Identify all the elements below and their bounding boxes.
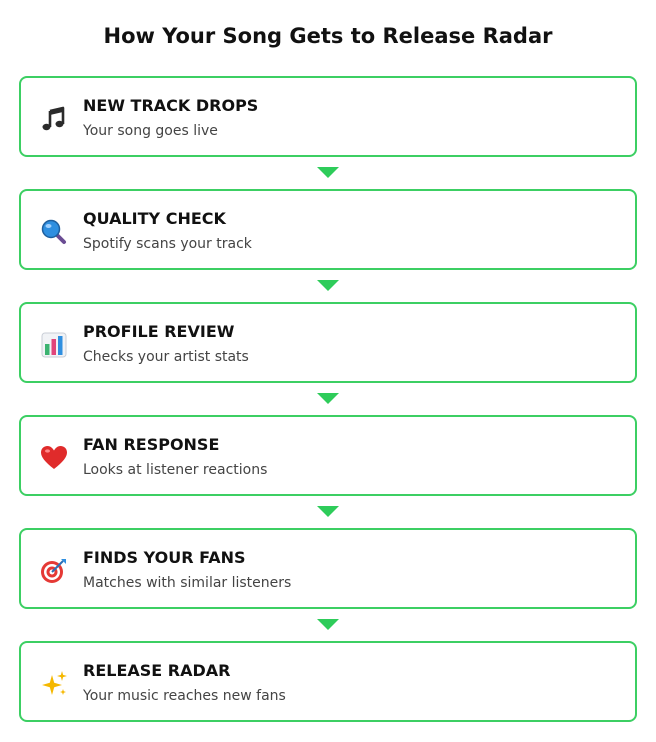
arrow-down-icon — [317, 393, 339, 404]
step-new-track-drops: NEW TRACK DROPS Your song goes live — [19, 76, 637, 157]
step-title: FAN RESPONSE — [83, 435, 220, 454]
flow-arrow — [19, 270, 637, 302]
arrow-down-icon — [317, 619, 339, 630]
step-finds-your-fans: FINDS YOUR FANS Matches with similar lis… — [19, 528, 637, 609]
target-icon — [40, 557, 68, 585]
step-title: QUALITY CHECK — [83, 209, 226, 228]
step-description: Checks your artist stats — [83, 349, 249, 365]
step-title: PROFILE REVIEW — [83, 322, 235, 341]
arrow-down-icon — [317, 280, 339, 291]
step-fan-response: FAN RESPONSE Looks at listener reactions — [19, 415, 637, 496]
flow-steps: NEW TRACK DROPS Your song goes live QUAL… — [19, 76, 637, 722]
bar-chart-icon — [40, 331, 68, 359]
step-description: Looks at listener reactions — [83, 462, 268, 478]
step-title: NEW TRACK DROPS — [83, 96, 259, 115]
arrow-down-icon — [317, 167, 339, 178]
step-title: RELEASE RADAR — [83, 661, 231, 680]
sparkles-icon — [40, 670, 68, 698]
step-description: Your music reaches new fans — [83, 688, 286, 704]
music-note-icon — [40, 105, 68, 133]
step-profile-review: PROFILE REVIEW Checks your artist stats — [19, 302, 637, 383]
diagram-title: How Your Song Gets to Release Radar — [103, 24, 553, 48]
step-description: Your song goes live — [83, 123, 218, 139]
step-release-radar: RELEASE RADAR Your music reaches new fan… — [19, 641, 637, 722]
step-quality-check: QUALITY CHECK Spotify scans your track — [19, 189, 637, 270]
flow-arrow — [19, 609, 637, 641]
flow-arrow — [19, 496, 637, 528]
arrow-down-icon — [317, 506, 339, 517]
step-description: Matches with similar listeners — [83, 575, 292, 591]
step-description: Spotify scans your track — [83, 236, 252, 252]
magnifying-glass-icon — [40, 218, 68, 246]
flow-arrow — [19, 383, 637, 415]
heart-icon — [40, 444, 68, 472]
step-title: FINDS YOUR FANS — [83, 548, 246, 567]
flow-arrow — [19, 157, 637, 189]
